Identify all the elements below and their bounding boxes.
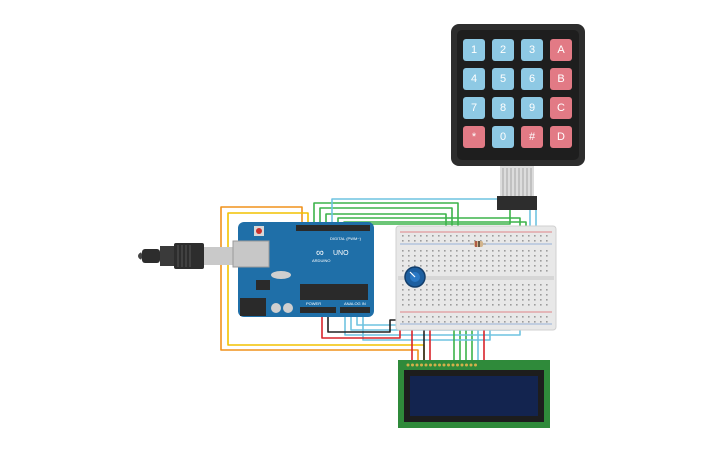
arduino-atmega-chip (300, 284, 368, 300)
resistor-icon[interactable] (470, 241, 486, 247)
keypad-key-2[interactable]: 2 (492, 39, 514, 61)
keypad-key-label: 2 (500, 44, 506, 56)
keypad-keys: 1 2 3 A 4 5 6 B 7 8 9 C * 0 # D (463, 39, 572, 148)
breadboard (395, 225, 557, 331)
arduino-analog-header (340, 307, 370, 313)
breadboard-holes (402, 235, 548, 323)
arduino-digital-label: DIGITAL (PWM~) (330, 236, 362, 241)
keypad-key-label: 9 (529, 102, 535, 114)
lcd-display (398, 360, 550, 428)
arduino-crystal (271, 271, 291, 279)
arduino-capacitor-1 (271, 303, 281, 313)
keypad-key-label: 5 (500, 73, 506, 85)
lcd-screen (410, 376, 538, 416)
arduino-power-header (300, 307, 336, 313)
keypad-key-0[interactable]: 0 (492, 126, 514, 148)
keypad-key-label: # (529, 131, 536, 143)
keypad-key-label: * (472, 131, 477, 143)
arduino-infinity-icon: ∞ (316, 247, 324, 259)
arduino-regulator (256, 280, 270, 290)
arduino-power-label: POWER (306, 301, 321, 306)
keypad-key-#[interactable]: # (521, 126, 543, 148)
keypad-key-*[interactable]: * (463, 126, 485, 148)
breadboard-center-gap (398, 276, 554, 280)
keypad: 1 2 3 A 4 5 6 B 7 8 9 C * 0 # D (451, 24, 585, 210)
wire-black-1[interactable] (327, 312, 406, 333)
keypad-key-label: 8 (500, 102, 506, 114)
keypad-ribbon-lines (502, 168, 532, 196)
keypad-key-label: 6 (529, 73, 535, 85)
keypad-key-label: 0 (500, 131, 506, 143)
keypad-key-9[interactable]: 9 (521, 97, 543, 119)
keypad-key-label: 7 (471, 102, 477, 114)
arduino-reset-cap[interactable] (256, 228, 262, 234)
arduino-usb-port (232, 240, 270, 268)
keypad-key-label: C (557, 102, 565, 114)
keypad-key-A[interactable]: A (550, 39, 572, 61)
lcd-pins (406, 363, 477, 367)
keypad-key-label: A (557, 44, 565, 56)
keypad-key-label: 1 (471, 44, 477, 56)
keypad-key-label: 4 (471, 73, 477, 85)
keypad-ribbon (500, 166, 534, 198)
keypad-key-B[interactable]: B (550, 68, 572, 90)
keypad-key-8[interactable]: 8 (492, 97, 514, 119)
arduino-digital-header (296, 225, 370, 231)
keypad-key-C[interactable]: C (550, 97, 572, 119)
arduino-logo-text: ARDUINO (312, 258, 330, 263)
wire-orange[interactable] (220, 206, 419, 360)
keypad-key-label: B (557, 73, 564, 85)
keypad-key-7[interactable]: 7 (463, 97, 485, 119)
keypad-key-4[interactable]: 4 (463, 68, 485, 90)
keypad-inner (457, 30, 579, 160)
arduino-capacitor-2 (283, 303, 293, 313)
arduino-brand-label: UNO (333, 250, 349, 257)
keypad-key-1[interactable]: 1 (463, 39, 485, 61)
usb-cable-icon (138, 243, 236, 269)
wire-blue-4[interactable] (349, 210, 511, 228)
keypad-key-6[interactable]: 6 (521, 68, 543, 90)
keypad-key-5[interactable]: 5 (492, 68, 514, 90)
keypad-header (497, 196, 537, 210)
keypad-key-3[interactable]: 3 (521, 39, 543, 61)
keypad-key-label: 3 (529, 44, 535, 56)
potentiometer-icon[interactable] (404, 266, 426, 288)
arduino-power-jack (240, 298, 266, 316)
arduino-analog-label: ANALOG IN (344, 301, 366, 306)
arduino-uno: ∞ UNO ARDUINO DIGITAL (PWM~) POWER ANALO… (232, 222, 374, 317)
keypad-key-D[interactable]: D (550, 126, 572, 148)
keypad-key-label: D (557, 131, 565, 143)
